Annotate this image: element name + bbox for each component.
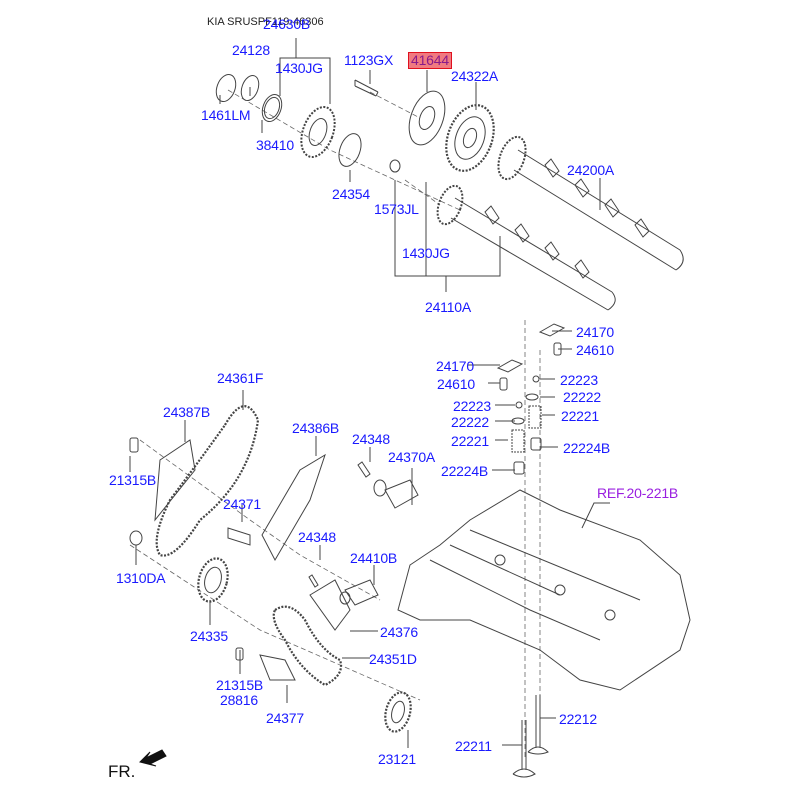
part-label-24361F[interactable]: 24361F <box>217 370 264 386</box>
part-label-24348-top[interactable]: 24348 <box>352 431 390 447</box>
part-label-24371[interactable]: 24371 <box>223 496 261 512</box>
part-label-24200A[interactable]: 24200A <box>567 162 615 178</box>
part-label-1430JG-mid[interactable]: 1430JG <box>402 245 450 261</box>
part-label-24370A[interactable]: 24370A <box>388 449 436 465</box>
part-label-24128[interactable]: 24128 <box>232 42 270 58</box>
reference-label[interactable]: REF.20-221B <box>597 485 679 501</box>
part-label-24322A[interactable]: 24322A <box>451 68 499 84</box>
part-label-22222-left[interactable]: 22222 <box>451 414 489 430</box>
bolt-and-plate <box>355 80 502 177</box>
part-label-24610-left[interactable]: 24610 <box>437 376 475 392</box>
part-label-38410[interactable]: 38410 <box>256 137 294 153</box>
part-label-22224B-left[interactable]: 22224B <box>441 463 489 479</box>
part-label-24170-right[interactable]: 24170 <box>576 324 614 340</box>
part-label-22224B-right[interactable]: 22224B <box>563 440 611 456</box>
part-label-24610-right[interactable]: 24610 <box>576 342 614 358</box>
diagram-title: KIA SRUSPF119-46306 <box>207 16 324 28</box>
part-label-22212[interactable]: 22212 <box>559 711 597 727</box>
part-label-1461LM[interactable]: 1461LM <box>201 107 251 123</box>
part-label-24376[interactable]: 24376 <box>380 624 418 640</box>
part-label-22211[interactable]: 22211 <box>455 738 492 754</box>
cylinder-head <box>398 490 690 690</box>
timing-chain-lower <box>194 555 415 734</box>
part-label-23121[interactable]: 23121 <box>378 751 416 767</box>
part-label-24110A[interactable]: 24110A <box>425 299 472 315</box>
part-label-24335[interactable]: 24335 <box>190 628 228 644</box>
part-label-24354[interactable]: 24354 <box>332 186 370 202</box>
part-label-24386B[interactable]: 24386B <box>292 420 340 436</box>
part-label-24351D[interactable]: 24351D <box>369 651 417 667</box>
part-label-1310DA[interactable]: 1310DA <box>116 570 166 586</box>
part-label-22222-right[interactable]: 22222 <box>563 389 601 405</box>
part-label-41644-highlighted[interactable]: 41644 <box>408 52 452 69</box>
timing-chain-upper <box>130 406 418 560</box>
part-label-22221-right[interactable]: 22221 <box>561 408 599 424</box>
part-label-22223-left[interactable]: 22223 <box>453 398 491 414</box>
part-label-1123GX[interactable]: 1123GX <box>344 52 394 68</box>
front-direction-label: FR. <box>108 762 136 781</box>
part-label-22223-right[interactable]: 22223 <box>560 372 598 388</box>
valves <box>513 695 548 777</box>
dashed-axes <box>130 90 540 760</box>
part-label-24348-mid[interactable]: 24348 <box>298 529 336 545</box>
part-label-28816[interactable]: 28816 <box>220 692 258 708</box>
part-label-24387B[interactable]: 24387B <box>163 404 211 420</box>
part-label-1573JL[interactable]: 1573JL <box>374 201 419 217</box>
part-label-24170-left[interactable]: 24170 <box>436 358 474 374</box>
valve-train <box>498 324 564 474</box>
part-label-24377[interactable]: 24377 <box>266 710 304 726</box>
part-label-24410B[interactable]: 24410B <box>350 550 398 566</box>
front-sprocket-group <box>213 72 365 170</box>
front-arrow-icon <box>140 750 166 766</box>
part-label-24630B[interactable]: 24630B <box>263 16 311 32</box>
camshafts <box>433 133 683 310</box>
part-label-22221-left[interactable]: 22221 <box>451 433 489 449</box>
part-label-21315B-top[interactable]: 21315B <box>109 472 157 488</box>
part-label-1430JG-top[interactable]: 1430JG <box>275 60 323 76</box>
part-label-21315B-bottom[interactable]: 21315B <box>216 677 264 693</box>
